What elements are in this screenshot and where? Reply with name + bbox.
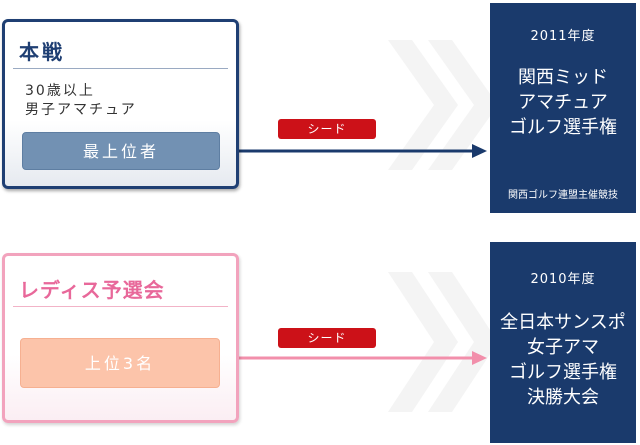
arrow-bottom [220, 351, 487, 365]
chevron-decoration-top [388, 40, 498, 170]
ladies-qualifier-badge: 上位3名 [20, 338, 220, 388]
result-box-2010: 2010年度 全日本サンスポ 女子アマ ゴルフ選手権 決勝大会 [490, 242, 636, 443]
main-event-qualifier-badge: 最上位者 [22, 132, 220, 170]
result-year-2011: 2011年度 [530, 29, 596, 44]
main-event-divider [13, 68, 228, 69]
main-event-title: 本戦 [19, 40, 65, 64]
result-tournament-2011: 関西ミッド アマチュア ゴルフ選手権 [509, 67, 617, 138]
seed-badge-top: シード [278, 119, 376, 139]
arrow-top [220, 144, 487, 158]
main-event-age-line: 30歳以上 [25, 83, 95, 99]
ladies-qualifier-title: レディス予選会 [19, 278, 165, 302]
result-organizer-2011: 関西ゴルフ連盟主催競技 [508, 190, 618, 201]
main-event-card: 本戦 30歳以上 男子アマチュア 最上位者 [2, 19, 239, 189]
result-box-2011: 2011年度 関西ミッド アマチュア ゴルフ選手権 関西ゴルフ連盟主催競技 [490, 3, 636, 213]
ladies-qualifier-divider [13, 306, 228, 307]
seed-badge-bottom: シード [278, 328, 376, 348]
main-event-description: 30歳以上 男子アマチュア [25, 82, 137, 120]
main-event-category-line: 男子アマチュア [25, 102, 137, 118]
ladies-qualifier-card: レディス予選会 上位3名 [2, 253, 239, 423]
result-year-2010: 2010年度 [530, 272, 596, 287]
chevron-decoration-bottom [388, 272, 498, 412]
result-tournament-2010: 全日本サンスポ 女子アマ ゴルフ選手権 決勝大会 [500, 312, 626, 408]
